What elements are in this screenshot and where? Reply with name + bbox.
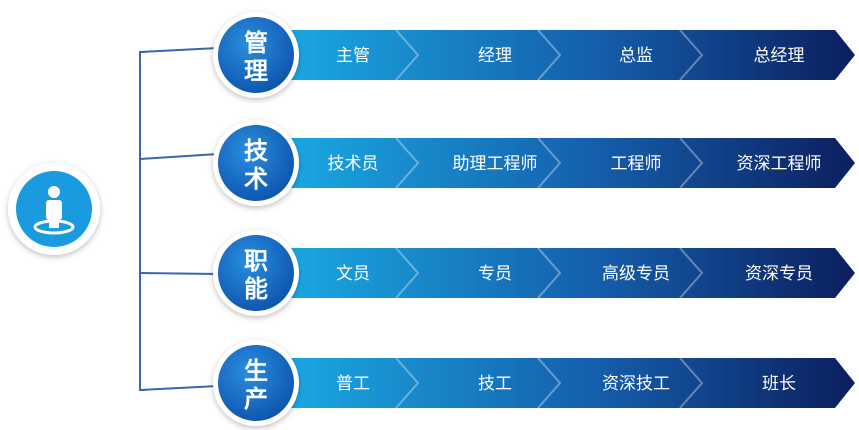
chevron-divider — [537, 29, 562, 81]
category-label-line2: 术 — [244, 165, 268, 193]
step-label: 主管 — [336, 46, 370, 66]
step-label: 资深技工 — [602, 374, 670, 394]
track-row: 文员 专员 高级专员 资深专员 职能 — [213, 230, 855, 316]
chevron-divider — [679, 247, 704, 299]
category-label-line1: 职 — [244, 247, 268, 275]
chevron-divider — [395, 357, 420, 409]
step-label: 工程师 — [611, 154, 662, 174]
step-label: 总监 — [619, 46, 653, 66]
person-location-icon — [33, 186, 75, 235]
chevron-divider — [537, 247, 562, 299]
track-row: 普工 技工 资深技工 班长 生产 — [213, 340, 855, 426]
chevron-divider — [395, 247, 420, 299]
category-label-line2: 能 — [244, 275, 268, 303]
step-label: 专员 — [478, 264, 512, 284]
category-circle — [218, 125, 294, 201]
step-label: 助理工程师 — [453, 154, 538, 174]
category-circle — [218, 345, 294, 421]
chevron-divider — [395, 137, 420, 189]
track-row: 技术员 助理工程师 工程师 资深工程师 技术 — [213, 120, 855, 206]
step-label: 技术员 — [328, 154, 379, 174]
step-label: 总经理 — [754, 46, 805, 66]
category-label-line2: 理 — [244, 57, 268, 85]
chevron-divider — [679, 137, 704, 189]
track-row: 主管 经理 总监 总经理 管理 — [213, 12, 855, 98]
step-label: 文员 — [336, 264, 370, 284]
step-label: 资深工程师 — [737, 154, 822, 174]
track-band — [262, 30, 855, 80]
root-node — [8, 163, 100, 255]
category-label-line1: 生 — [244, 357, 268, 385]
chevron-divider — [679, 29, 704, 81]
step-label: 经理 — [478, 46, 512, 66]
category-circle — [218, 235, 294, 311]
chevron-divider — [395, 29, 420, 81]
chevron-divider — [537, 137, 562, 189]
bracket-connector — [139, 47, 219, 391]
chevron-divider — [537, 357, 562, 409]
category-circle — [218, 17, 294, 93]
category-label-line1: 技 — [244, 137, 269, 165]
chevron-divider — [679, 357, 704, 409]
step-label: 高级专员 — [602, 264, 670, 284]
step-label: 资深专员 — [745, 264, 813, 284]
track-band — [262, 248, 855, 298]
track-band — [262, 138, 855, 188]
category-label-line2: 产 — [244, 385, 268, 413]
category-label-line1: 管 — [244, 29, 268, 57]
step-label: 班长 — [762, 374, 796, 394]
track-band — [262, 358, 855, 408]
step-label: 技工 — [478, 374, 512, 394]
step-label: 普工 — [336, 374, 370, 394]
